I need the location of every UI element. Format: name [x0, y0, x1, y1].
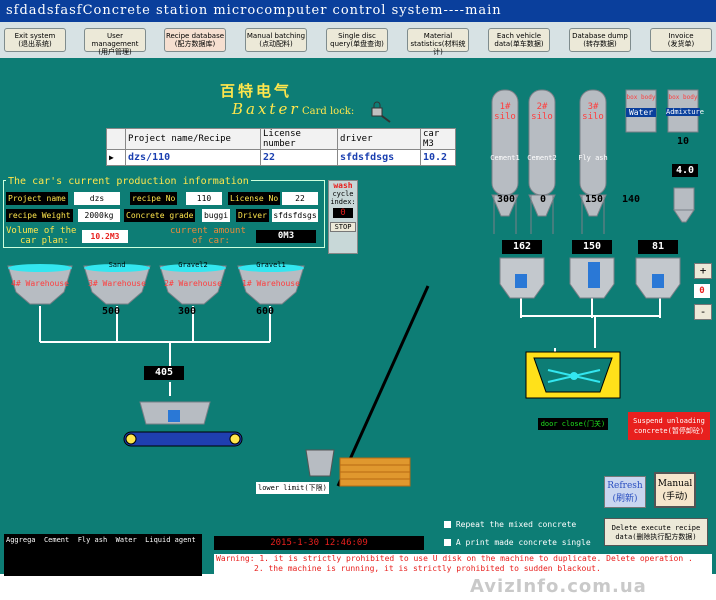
card-lock-label: Card lock:: [302, 106, 355, 117]
manual-button[interactable]: Manual(手动): [654, 472, 696, 508]
silo-1-tag: 1#silo: [494, 102, 516, 122]
table-row[interactable]: ▶ dzs/110 22 sfdsfdsgs 10.2: [106, 149, 456, 166]
water-value: 140: [621, 194, 641, 205]
stop-button[interactable]: STOP: [330, 222, 356, 232]
admixture-value: 10: [676, 136, 690, 147]
warehouse-3-value: 500: [101, 306, 121, 317]
water-scale-value: 81: [638, 240, 678, 254]
user-management-button[interactable]: User management(用户管理): [84, 28, 146, 56]
recipe-no-value: 110: [186, 192, 222, 205]
wash-panel: wash cycle index: 0 STOP: [328, 180, 358, 254]
recipe-table: Project name/Recipe License number drive…: [106, 128, 456, 166]
warehouse-2-name: Gravel2: [178, 261, 208, 269]
project-name-label: Project name: [6, 192, 68, 205]
concrete-grade-value: buggi: [202, 209, 230, 222]
warehouse-2-value: 300: [177, 306, 197, 317]
silo-3-value: 150: [584, 194, 604, 205]
row-pointer-icon: ▶: [106, 149, 126, 166]
main-panel: 百特电气 Baxter Card lock: Project name/Reci…: [0, 58, 716, 576]
volume-plan-value: 10.2M3: [82, 230, 128, 243]
lower-limit-label: lower limit(下限): [256, 482, 329, 494]
admixture-scale-value: 4.0: [672, 164, 698, 177]
project-name-value: dzs: [74, 192, 120, 205]
warehouse-4-label: 4# Warehouse: [11, 279, 69, 288]
recipe-database-button[interactable]: Recipe database(配方数据库): [164, 28, 226, 52]
recipe-no-label: recipe No: [130, 192, 178, 205]
exit-system-button[interactable]: Exit system(退出系统): [4, 28, 66, 52]
warehouse-2-label: 2# Warehouse: [164, 279, 222, 288]
license-no-value: 22: [282, 192, 318, 205]
silo-3-tag: 3#silo: [582, 102, 604, 122]
company-logo-english: Baxter: [232, 100, 301, 118]
concrete-grade-label: Concrete grade: [124, 209, 196, 222]
water-name: Water: [626, 108, 656, 117]
aggregate-scale-value: 405: [144, 366, 184, 380]
refresh-button[interactable]: Refresh(刷新): [604, 476, 646, 508]
wash-index-value: 0: [333, 208, 353, 218]
window-title: sfdadsfasfConcrete station microcomputer…: [0, 0, 716, 22]
cement-scale-value: 162: [502, 240, 542, 254]
table-header: License number: [260, 128, 338, 150]
increment-button[interactable]: +: [694, 263, 712, 279]
database-dump-button[interactable]: Database dump(转存数据): [569, 28, 631, 52]
driver-value: sfdsfdsgs: [272, 209, 318, 222]
production-info-title: The car's current production information: [6, 176, 251, 187]
warehouse-1-name: Gravel1: [256, 261, 286, 269]
silo-2-value: 0: [539, 194, 547, 205]
plant-diagram: [7, 89, 699, 487]
silo-3-name: Fly ash: [578, 154, 608, 162]
warehouse-1-value: 600: [255, 306, 275, 317]
table-header: driver: [337, 128, 421, 150]
warning-banner: Warning: 1. it is strictly prohibited to…: [214, 554, 712, 574]
current-amount-value: 0M3: [256, 230, 316, 243]
silo-2-tag: 2#silo: [531, 102, 553, 122]
manual-batching-button[interactable]: Manual batching(点动配料): [245, 28, 307, 52]
datetime-display: 2015-1-30 12:46:09: [214, 536, 424, 550]
door-status: door close(门关): [538, 418, 608, 430]
material-legend: Aggrega Cement Fly ash Water Liquid agen…: [4, 534, 202, 576]
license-no-label: License No: [228, 192, 281, 205]
silo-1-value: 300: [496, 194, 516, 205]
table-header: car M3: [420, 128, 456, 150]
flyash-scale-value: 150: [572, 240, 612, 254]
print-concrete-option[interactable]: A print made concrete single: [444, 538, 591, 547]
volume-plan-label: Volume of the car plan:: [6, 226, 77, 246]
repeat-mixed-checkbox[interactable]: [444, 521, 451, 528]
print-concrete-checkbox[interactable]: [444, 539, 451, 546]
watermark: AvizInfo.com.ua: [470, 576, 647, 597]
company-logo-chinese: 百特电气: [220, 82, 293, 100]
recipe-weight-label: recipe Weight: [6, 209, 73, 222]
table-header: Project name/Recipe: [125, 128, 261, 150]
warehouse-3-name: Sand: [108, 261, 126, 269]
silo-2-name: Cement2: [527, 154, 557, 162]
recipe-weight-value: 2000kg: [78, 209, 120, 222]
current-amount-label: current amount of car:: [170, 226, 246, 246]
silo-1-name: Cement1: [490, 154, 520, 162]
driver-label: Driver: [236, 209, 269, 222]
repeat-mixed-option[interactable]: Repeat the mixed concrete: [444, 520, 576, 529]
admixture-tag: box body: [668, 94, 698, 101]
warehouse-3-label: 3# Warehouse: [88, 279, 146, 288]
warehouse-1-label: 1# Warehouse: [242, 279, 300, 288]
toolbar: Exit system(退出系统) User management(用户管理) …: [0, 22, 716, 58]
admixture-name: Admixture: [666, 108, 704, 116]
stepper-value: 0: [694, 284, 710, 298]
invoice-button[interactable]: Invoice(发货单): [650, 28, 712, 52]
water-tag: box body: [626, 94, 656, 101]
decrement-button[interactable]: -: [694, 304, 712, 320]
